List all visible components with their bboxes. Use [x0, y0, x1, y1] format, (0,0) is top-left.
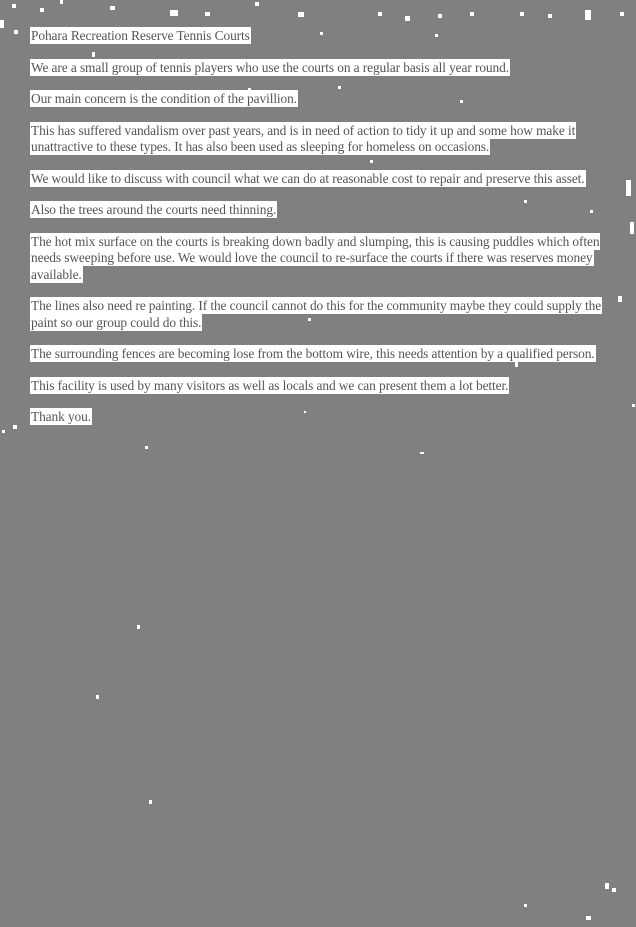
speck [168, 170, 171, 173]
paragraph-main-concern: Our main concern is the condition of the… [31, 91, 297, 106]
speck [320, 32, 323, 35]
paragraph-group-intro: We are a small group of tennis players w… [31, 59, 509, 75]
document-title: Pohara Recreation Reserve Tennis Courts [31, 28, 250, 43]
speck [12, 4, 16, 8]
speck [420, 452, 424, 454]
speck [255, 2, 259, 6]
paragraph-fences: The surrounding fences are becoming lose… [31, 346, 595, 361]
speck [304, 411, 306, 413]
speck [110, 6, 115, 10]
paragraph-trees: Also the trees around the courts need th… [31, 202, 277, 217]
speck [632, 404, 635, 407]
speck [548, 14, 552, 18]
speck [626, 180, 631, 196]
speck [137, 625, 140, 629]
speck [96, 695, 99, 699]
speck [520, 12, 524, 16]
speck [438, 14, 442, 18]
speck [618, 296, 622, 302]
speck [484, 302, 487, 305]
speck [308, 318, 311, 321]
speck [205, 12, 210, 16]
speck [338, 86, 341, 89]
speck [145, 446, 148, 449]
speck [515, 362, 518, 367]
paragraph-vandalism: This has suffered vandalism over past ye… [31, 122, 576, 154]
speck [470, 12, 474, 16]
speck [40, 8, 44, 12]
paragraph-discuss-council: We would like to discuss with council wh… [31, 170, 585, 186]
speck [149, 800, 152, 804]
speck [620, 12, 624, 16]
speck [460, 100, 463, 103]
speck [444, 238, 446, 240]
speck [370, 160, 373, 163]
paragraph-surface: The hot mix surface on the courts is bre… [31, 233, 600, 282]
speck [298, 12, 304, 17]
speck [13, 425, 17, 429]
speck [524, 904, 527, 907]
document-body: Pohara Recreation Reserve Tennis Courts … [31, 28, 611, 441]
speck [524, 200, 527, 203]
speck [60, 0, 63, 4]
paragraph-visitors: This facility is used by many visitors a… [31, 377, 509, 393]
speck [585, 10, 591, 20]
speck [435, 34, 438, 37]
speck [170, 10, 178, 16]
speck [378, 12, 382, 16]
speck [2, 430, 5, 433]
speck [590, 210, 593, 213]
speck [630, 222, 634, 234]
paragraph-thanks: Thank you. [31, 409, 91, 424]
speck [605, 883, 609, 889]
speck [586, 916, 591, 920]
speck [92, 52, 95, 57]
speck [248, 88, 251, 93]
paragraph-lines: The lines also need re painting. If the … [31, 298, 602, 330]
speck [405, 16, 410, 21]
speck [0, 20, 4, 28]
speck [14, 30, 18, 34]
speck [612, 888, 616, 892]
